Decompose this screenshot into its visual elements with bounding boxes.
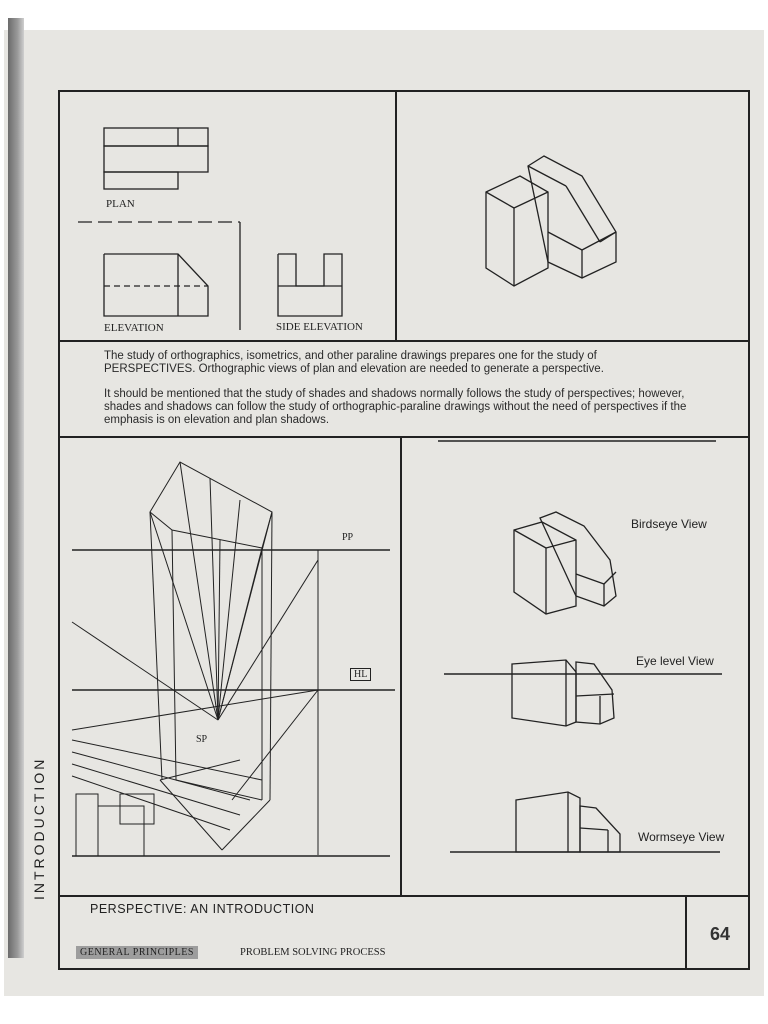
page-number: 64 — [710, 924, 731, 944]
pp-label: PP — [342, 532, 354, 543]
divider-top-vertical — [395, 90, 397, 340]
hl-label: HL — [350, 668, 372, 681]
perspective-construction-drawing — [71, 461, 395, 857]
divider-footer — [58, 895, 750, 897]
sp-label: SP — [196, 734, 208, 745]
divider-mid-vertical — [400, 436, 402, 895]
divider-top-section — [58, 340, 750, 342]
problem-solving-tag: PROBLEM SOLVING PROCESS — [240, 947, 386, 958]
binding-spine — [8, 18, 24, 958]
document-page — [4, 30, 764, 996]
divider-text-section — [58, 436, 750, 438]
plan-label: PLAN — [106, 198, 135, 210]
section-title: PERSPECTIVE: AN INTRODUCTION — [90, 902, 315, 916]
paragraph-1: The study of orthographics, isometrics, … — [104, 350, 604, 375]
isometric-drawing — [485, 155, 617, 287]
wormseye-view-drawing — [450, 791, 720, 853]
plan-drawing — [103, 127, 209, 190]
eye-level-view-drawing — [444, 659, 722, 727]
wormseye-view-label: Wormseye View — [638, 830, 725, 844]
birdseye-view-drawing — [513, 511, 617, 615]
elevation-label: ELEVATION — [104, 322, 164, 334]
divider-footer-vertical — [685, 895, 687, 970]
side-elevation-drawing — [277, 253, 343, 317]
page-frame — [58, 90, 750, 970]
general-principles-tag: GENERAL PRINCIPLES — [76, 946, 198, 959]
birdseye-view-label: Birdseye View — [631, 517, 707, 531]
eye-level-view-label: Eye level View — [636, 654, 714, 668]
elevation-drawing — [103, 253, 209, 317]
paragraph-2: It should be mentioned that the study of… — [104, 388, 687, 426]
side-elevation-label: SIDE ELEVATION — [276, 321, 363, 333]
